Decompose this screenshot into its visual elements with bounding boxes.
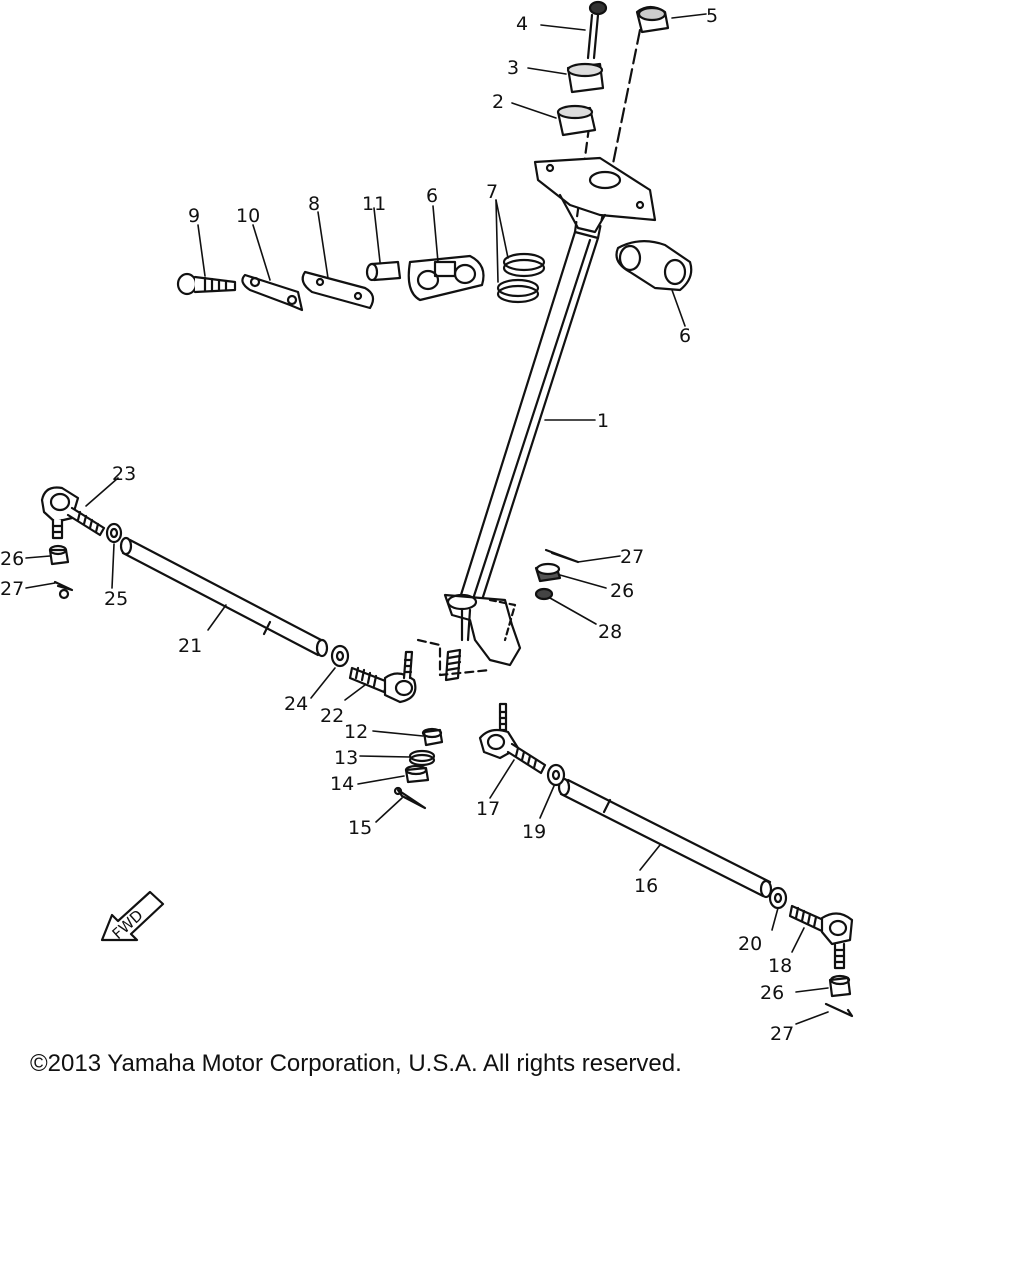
callout-12: 12 [344, 721, 368, 743]
callout-20: 20 [738, 933, 762, 955]
copyright-notice: ©2013 Yamaha Motor Corporation, U.S.A. A… [30, 1050, 682, 1077]
callout-28: 28 [598, 621, 622, 643]
holder-6-right [615, 240, 693, 292]
callout-2: 2 [492, 91, 504, 113]
lower-pitman-arm [416, 593, 522, 682]
callout-26-center: 26 [610, 580, 634, 602]
nut-24 [330, 644, 350, 668]
bolt-4 [586, 0, 608, 60]
callout-25: 25 [104, 588, 128, 610]
callout-labels: 1 2 3 4 5 6 6 7 8 9 10 11 12 13 14 15 16… [0, 5, 794, 1045]
cotter-pin-27-center [544, 548, 580, 564]
callout-1: 1 [597, 410, 609, 432]
nut-20 [768, 886, 788, 910]
cotter-pin-27-left [53, 580, 74, 600]
fwd-arrow-icon [100, 890, 165, 942]
collar-12 [421, 727, 444, 747]
callout-15: 15 [348, 817, 372, 839]
callout-27-right: 27 [770, 1023, 794, 1045]
plate-8 [301, 270, 375, 310]
callout-3: 3 [507, 57, 519, 79]
washer-28 [534, 587, 554, 601]
nut-26-right [828, 974, 852, 998]
callout-19: 19 [522, 821, 546, 843]
tie-rod-end-17 [478, 702, 547, 775]
callout-27-left: 27 [0, 578, 24, 600]
callout-23: 23 [112, 463, 136, 485]
callout-21: 21 [178, 635, 202, 657]
callout-7: 7 [486, 181, 498, 203]
callout-9: 9 [188, 205, 200, 227]
callout-26-right: 26 [760, 982, 784, 1004]
nut-14 [404, 764, 430, 784]
nut-26-left [48, 544, 70, 566]
callout-5: 5 [706, 5, 718, 27]
nut-25 [105, 522, 123, 544]
callout-18: 18 [768, 955, 792, 977]
upper-holder-bracket [533, 156, 657, 234]
cotter-pin-15 [393, 786, 427, 810]
holder-6-left [407, 254, 485, 302]
callout-6-right: 6 [679, 325, 691, 347]
callout-10: 10 [236, 205, 260, 227]
callout-11: 11 [362, 193, 386, 215]
callout-17: 17 [476, 798, 500, 820]
cap-5 [635, 5, 670, 34]
nut-26-center [534, 562, 562, 583]
washer-13 [408, 749, 436, 767]
collar-3 [566, 62, 605, 94]
tie-rod-16 [557, 777, 773, 899]
bushing-7 [496, 252, 546, 304]
callout-24: 24 [284, 693, 308, 715]
collar-2 [556, 104, 597, 137]
callout-4: 4 [516, 13, 528, 35]
pin-11 [365, 260, 402, 282]
callout-16: 16 [634, 875, 658, 897]
callout-8: 8 [308, 193, 320, 215]
tie-rod-end-18 [788, 904, 854, 970]
leader-lines [25, 13, 829, 1025]
nut-19 [546, 763, 566, 787]
callout-27-center: 27 [620, 546, 644, 568]
bolt-9 [176, 272, 237, 296]
callout-13: 13 [334, 747, 358, 769]
lock-washer-10 [241, 273, 304, 312]
cotter-pin-27-right [824, 1002, 854, 1018]
callout-26-left: 26 [0, 548, 24, 570]
callout-14: 14 [330, 773, 354, 795]
tie-rod-end-22 [348, 650, 417, 704]
tie-rod-end-23 [40, 486, 106, 540]
tie-rod-21 [119, 536, 329, 658]
callout-22: 22 [320, 705, 344, 727]
callout-6-left: 6 [426, 185, 438, 207]
